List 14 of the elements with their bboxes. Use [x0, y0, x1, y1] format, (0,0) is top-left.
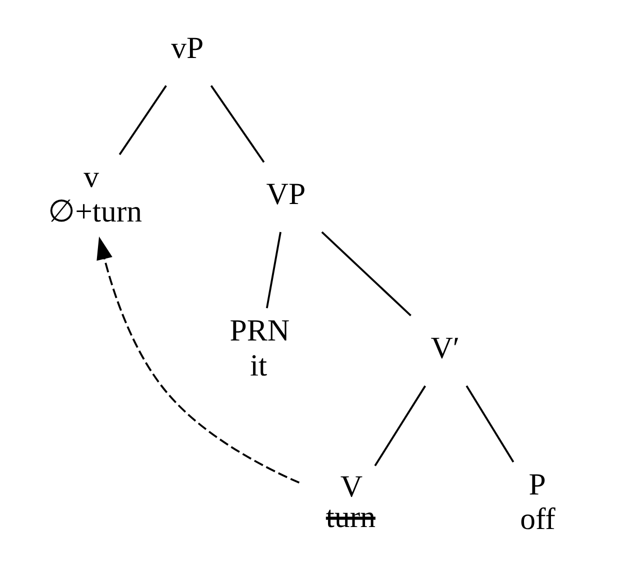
connector [266, 232, 282, 308]
node-text: vP [171, 31, 204, 66]
node-text: PRN it [230, 314, 290, 382]
connector [321, 231, 412, 316]
connector [466, 385, 514, 462]
node-text: V′ [430, 331, 460, 366]
node-text: VP [266, 177, 306, 212]
node-text: v ∅+turn [48, 160, 142, 229]
node-text: P off [520, 468, 556, 536]
node-text: V turn [326, 469, 376, 534]
connector [210, 85, 265, 163]
arrow [96, 236, 300, 484]
connector [374, 385, 426, 466]
connector [118, 85, 167, 156]
